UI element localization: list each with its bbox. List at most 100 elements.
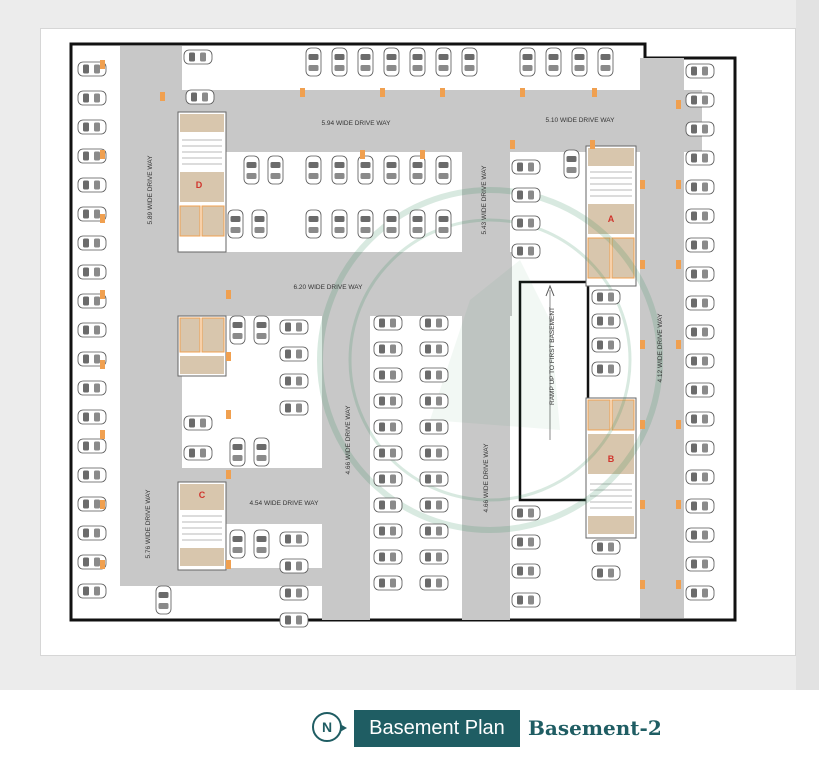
parked-car-icon (331, 209, 348, 239)
parked-car-icon (591, 565, 621, 581)
parked-car-icon (419, 341, 449, 357)
parked-car-icon (419, 419, 449, 435)
parked-car-icon (419, 575, 449, 591)
parked-car-icon (685, 324, 715, 340)
basement-floor-plan: D A B C 5.94 WIDE DRIVE WAY 5.10 WIDE DR… (69, 42, 737, 628)
structural-column (640, 500, 645, 509)
parked-car-icon (279, 558, 309, 574)
parked-car-icon (373, 393, 403, 409)
structural-column (592, 88, 597, 97)
core-d (177, 111, 227, 253)
driveways (120, 46, 702, 620)
structural-column (100, 214, 105, 223)
parked-car-icon (419, 549, 449, 565)
parked-car-icon (253, 315, 270, 345)
driveway-label-south-west: 4.66 WIDE DRIVE WAY (345, 405, 352, 475)
structural-column (226, 352, 231, 361)
structural-column (440, 88, 445, 97)
parking-bays (77, 47, 715, 628)
parked-car-icon (597, 47, 614, 77)
parked-car-icon (685, 556, 715, 572)
core-lift-block (177, 315, 227, 377)
parked-car-icon (511, 592, 541, 608)
parked-car-icon (511, 243, 541, 259)
parked-car-icon (383, 155, 400, 185)
structural-column (676, 100, 681, 109)
parked-car-icon (571, 47, 588, 77)
parked-car-icon (419, 523, 449, 539)
parked-car-icon (279, 585, 309, 601)
structural-column (420, 150, 425, 159)
parked-car-icon (409, 47, 426, 77)
driveway-label-central-upper: 5.43 WIDE DRIVE WAY (481, 165, 488, 235)
parked-car-icon (77, 177, 107, 193)
structural-column (300, 88, 305, 97)
parked-car-icon (591, 289, 621, 305)
parked-car-icon (267, 155, 284, 185)
parked-car-icon (591, 337, 621, 353)
parked-car-icon (511, 215, 541, 231)
parked-car-icon (685, 382, 715, 398)
parked-car-icon (279, 319, 309, 335)
driveway-label-south-central: 4.66 WIDE DRIVE WAY (483, 443, 490, 513)
parked-car-icon (685, 150, 715, 166)
parked-car-icon (357, 47, 374, 77)
parked-car-icon (383, 209, 400, 239)
parked-car-icon (305, 155, 322, 185)
parked-car-icon (591, 313, 621, 329)
parked-car-icon (419, 471, 449, 487)
parked-car-icon (77, 467, 107, 483)
parked-car-icon (685, 92, 715, 108)
parked-car-icon (685, 179, 715, 195)
parked-car-icon (279, 531, 309, 547)
structural-column (676, 500, 681, 509)
north-arrow-icon: N (312, 712, 347, 742)
structural-column (226, 470, 231, 479)
parked-car-icon (435, 209, 452, 239)
core-d-label: D (196, 180, 203, 190)
structural-column (100, 290, 105, 299)
parked-car-icon (409, 155, 426, 185)
parked-car-icon (511, 534, 541, 550)
parked-car-icon (419, 445, 449, 461)
structural-column (226, 560, 231, 569)
parked-car-icon (373, 445, 403, 461)
watermark-seal (317, 187, 663, 533)
parked-car-icon (77, 409, 107, 425)
parked-car-icon (685, 585, 715, 601)
parked-car-icon (77, 264, 107, 280)
parked-car-icon (305, 47, 322, 77)
core-c-label: C (199, 490, 206, 500)
margin-strip (796, 0, 819, 690)
parked-car-icon (77, 235, 107, 251)
parked-car-icon (409, 209, 426, 239)
parked-car-icon (519, 47, 536, 77)
parked-car-icon (563, 149, 580, 179)
structural-column (676, 180, 681, 189)
parked-car-icon (77, 380, 107, 396)
parked-car-icon (685, 353, 715, 369)
core-b (585, 397, 637, 539)
parked-car-icon (331, 155, 348, 185)
parked-car-icon (685, 527, 715, 543)
parked-car-icon (511, 563, 541, 579)
parked-car-icon (77, 90, 107, 106)
parked-car-icon (373, 341, 403, 357)
structural-column (100, 360, 105, 369)
parked-car-icon (685, 469, 715, 485)
parked-car-icon (373, 419, 403, 435)
parked-car-icon (279, 346, 309, 362)
structural-column (640, 340, 645, 349)
parked-car-icon (183, 49, 213, 65)
plan-title: Basement Plan (354, 710, 520, 747)
parked-car-icon (305, 209, 322, 239)
driveway-label-top: 5.94 WIDE DRIVE WAY (322, 120, 392, 127)
parked-car-icon (373, 497, 403, 513)
structural-column (640, 580, 645, 589)
parked-car-icon (685, 266, 715, 282)
parked-car-icon (685, 121, 715, 137)
parked-car-icon (77, 525, 107, 541)
parked-car-icon (461, 47, 478, 77)
basement-name: Basement-2 (528, 716, 662, 740)
parked-car-icon (183, 415, 213, 431)
